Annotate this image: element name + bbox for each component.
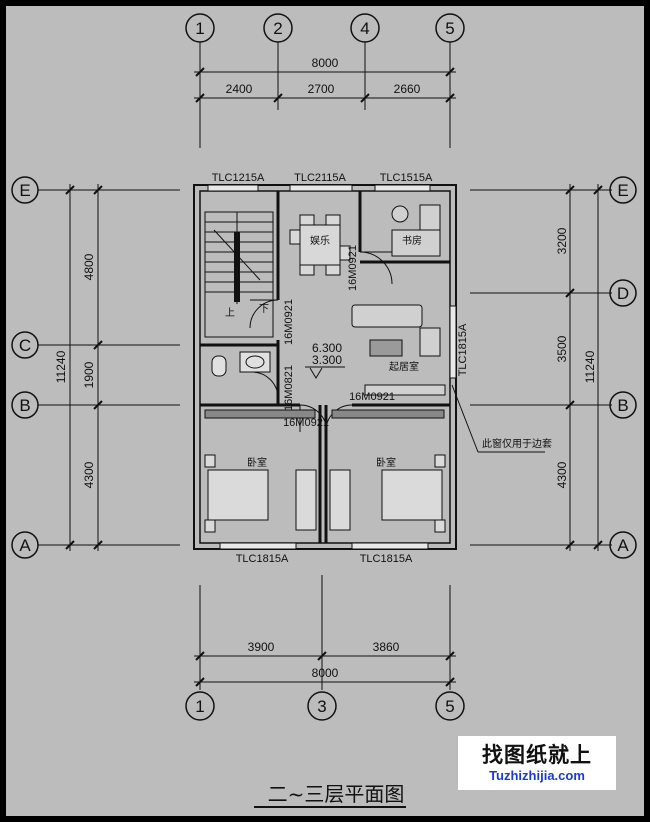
axis-label-right-A: A — [617, 536, 629, 555]
dim-right-2: 3500 — [555, 335, 569, 362]
room-label-entertainment: 娱乐 — [310, 234, 330, 247]
axis-label-top-5: 5 — [445, 19, 454, 38]
watermark-badge: 找图纸就上 Tuzhizhijia.com — [458, 736, 616, 790]
axis-bubble-right-A — [609, 531, 637, 559]
floor-plan-svg: 1 2 4 5 1 3 5 E C B A E D B A 8000 2400 … — [11, 13, 637, 721]
elevation-lower: 3.300 — [312, 353, 342, 367]
axis-bubble-top-4 — [350, 13, 380, 43]
dim-bottom-1: 3900 — [248, 640, 275, 654]
watermark-chinese: 找图纸就上 — [482, 744, 592, 767]
axis-label-top-4: 4 — [360, 19, 369, 38]
window-note: 此窗仅用于边套 — [482, 437, 552, 450]
axis-bubble-right-D — [609, 279, 637, 307]
stair-label-up: 上 — [225, 307, 235, 319]
window-label-bottom-left: TLC1815A — [236, 553, 289, 565]
window-label-bottom-right: TLC1815A — [360, 553, 413, 565]
dim-right-overall: 11240 — [583, 350, 597, 383]
dim-top-1: 2400 — [226, 82, 253, 96]
door-label-entertain: 16M0921 — [347, 245, 359, 291]
dim-top-overall: 8000 — [312, 56, 339, 70]
title-underline — [254, 806, 406, 808]
room-label-study: 书房 — [402, 234, 422, 247]
dim-left-1: 4800 — [82, 253, 96, 280]
room-label-living: 起居室 — [389, 360, 419, 373]
stair-handrail — [234, 232, 240, 302]
dim-left-overall: 11240 — [54, 350, 68, 383]
axis-label-bottom-5: 5 — [445, 697, 454, 716]
axis-bubble-left-A — [11, 531, 39, 559]
room-label-bedroom-left: 卧室 — [247, 456, 267, 469]
dim-left-2: 1900 — [82, 361, 96, 388]
axis-label-left-C: C — [19, 336, 31, 355]
axis-bubble-right-E — [609, 176, 637, 204]
axis-label-top-1: 1 — [195, 19, 204, 38]
axis-bubble-top-1 — [185, 13, 215, 43]
axis-label-right-D: D — [617, 284, 629, 303]
dim-top-3: 2660 — [394, 82, 421, 96]
axis-label-left-A: A — [19, 536, 31, 555]
axis-bubble-bottom-1 — [185, 691, 215, 721]
door-label-stair: 16M0921 — [283, 299, 295, 345]
axis-label-left-E: E — [19, 181, 30, 200]
axis-bubble-left-B — [11, 391, 39, 419]
room-label-bedroom-right: 卧室 — [376, 456, 396, 469]
window-label-top-left: TLC1215A — [212, 172, 265, 184]
axis-label-left-B: B — [19, 396, 30, 415]
dim-left-3: 4300 — [82, 461, 96, 488]
axis-label-bottom-3: 3 — [317, 697, 326, 716]
elevation-upper: 6.300 — [312, 341, 342, 355]
axis-label-right-E: E — [617, 181, 628, 200]
stair-label-down: 下 — [259, 304, 269, 315]
door-label-wc: 16M0821 — [283, 365, 295, 411]
dim-bottom-2: 3860 — [373, 640, 400, 654]
door-label-hall: 16M0921 — [349, 391, 395, 403]
axis-label-right-B: B — [617, 396, 628, 415]
axis-bubble-right-B — [609, 391, 637, 419]
window-label-top-right: TLC1515A — [380, 172, 433, 184]
window-label-right-side: TLC1815A — [457, 323, 469, 376]
dim-right-3: 4300 — [555, 461, 569, 488]
window-label-top-mid: TLC2115A — [294, 172, 346, 184]
drawing-sheet: 1 2 4 5 1 3 5 E C B A E D B A 8000 2400 … — [6, 6, 644, 816]
door-label-bed-left: 16M0921 — [283, 417, 329, 429]
axis-bubble-bottom-5 — [435, 691, 465, 721]
axis-bubble-top-2 — [263, 13, 293, 43]
axis-label-top-2: 2 — [273, 19, 282, 38]
dim-right-1: 3200 — [555, 227, 569, 254]
axis-bubble-bottom-3 — [307, 691, 337, 721]
dim-bottom-overall: 8000 — [312, 666, 339, 680]
dim-top-2: 2700 — [308, 82, 335, 96]
axis-label-bottom-1: 1 — [195, 697, 204, 716]
watermark-url: Tuzhizhijia.com — [489, 768, 585, 783]
axis-bubble-left-C — [11, 331, 39, 359]
drawing-title: 二~三层平面图 — [267, 782, 405, 806]
axis-bubble-left-E — [11, 176, 39, 204]
axis-bubble-top-5 — [435, 13, 465, 43]
